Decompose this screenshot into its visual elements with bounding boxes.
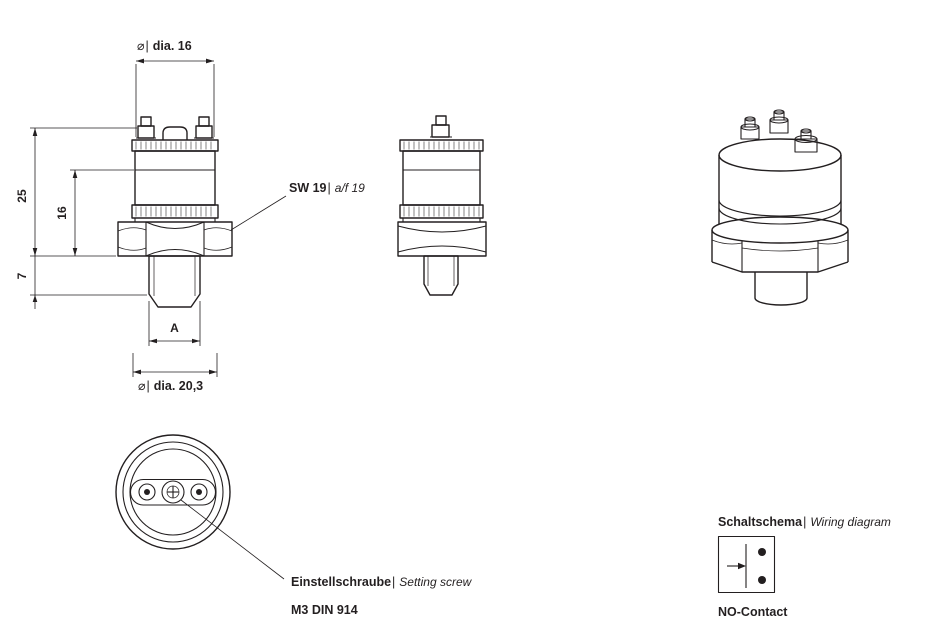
contact-terminal-top bbox=[758, 548, 766, 556]
contact-terminal-bottom bbox=[758, 576, 766, 584]
knurled-band-top bbox=[399, 139, 484, 152]
terminal-screw-left bbox=[740, 116, 760, 140]
side-view bbox=[397, 115, 487, 296]
wrench-size-callout: SW 19|a/f 19 bbox=[230, 181, 365, 231]
dim-label-a: A bbox=[170, 321, 179, 335]
housing-body bbox=[134, 150, 216, 206]
dimension-diameter-20-3: ⌀|dia. 20,3 bbox=[132, 353, 218, 393]
actuator-arrow-icon bbox=[738, 562, 746, 570]
dimension-height-25: 25 bbox=[15, 127, 137, 257]
wiring-diagram-title: Schaltschema|Wiring diagram bbox=[718, 515, 891, 529]
dimension-height-7: 7 bbox=[15, 256, 147, 309]
terminal-screw-left bbox=[140, 116, 152, 127]
label-sw19: SW 19|a/f 19 bbox=[289, 181, 365, 195]
front-view-body bbox=[117, 116, 233, 308]
knurled-band-top bbox=[131, 139, 219, 152]
knurled-band-bottom bbox=[131, 204, 219, 219]
dim-label-25: 25 bbox=[15, 189, 29, 203]
dim-label-diameter-20-3: ⌀|dia. 20,3 bbox=[138, 379, 203, 393]
terminal-screw-right bbox=[198, 116, 210, 127]
setting-screw bbox=[161, 480, 185, 504]
wiring-diagram-box bbox=[717, 535, 776, 594]
label-m3-din914: M3 DIN 914 bbox=[291, 603, 358, 617]
hex-nut bbox=[397, 221, 487, 257]
connector-face bbox=[129, 478, 217, 506]
housing-body-top bbox=[718, 138, 842, 172]
dim-label-diameter-16: ⌀|dia. 16 bbox=[137, 39, 192, 53]
label-setting-screw: Einstellschraube|Setting screw bbox=[291, 575, 473, 589]
center-terminal-dome bbox=[162, 126, 188, 140]
threaded-stem bbox=[148, 255, 201, 308]
wiring-diagram: Schaltschema|Wiring diagram NO-Contact bbox=[717, 515, 891, 619]
terminal-screw-back bbox=[769, 109, 789, 134]
setting-screw-callout: Einstellschraube|Setting screw M3 DIN 91… bbox=[180, 499, 473, 617]
housing-body bbox=[402, 150, 481, 206]
terminal-pin-left bbox=[138, 483, 156, 501]
label-no-contact: NO-Contact bbox=[718, 605, 788, 619]
knurled-band-bottom bbox=[399, 204, 484, 219]
dimension-diameter-16: ⌀|dia. 16 bbox=[135, 39, 215, 137]
front-view: ⌀|dia. 16 25 16 bbox=[15, 39, 365, 393]
terminal-pin-right bbox=[190, 483, 208, 501]
perspective-view bbox=[711, 109, 849, 306]
bottom-view: Einstellschraube|Setting screw M3 DIN 91… bbox=[115, 434, 473, 617]
dimension-height-16: 16 bbox=[55, 169, 134, 256]
terminal-screw bbox=[435, 115, 447, 126]
dim-label-7: 7 bbox=[15, 272, 29, 279]
hex-nut-outline bbox=[115, 434, 231, 550]
dim-label-16: 16 bbox=[55, 206, 69, 220]
dimension-thread-a: A bbox=[148, 301, 201, 346]
threaded-stem bbox=[423, 255, 459, 296]
hex-nut bbox=[117, 221, 233, 257]
hex-nut-top bbox=[711, 216, 849, 244]
